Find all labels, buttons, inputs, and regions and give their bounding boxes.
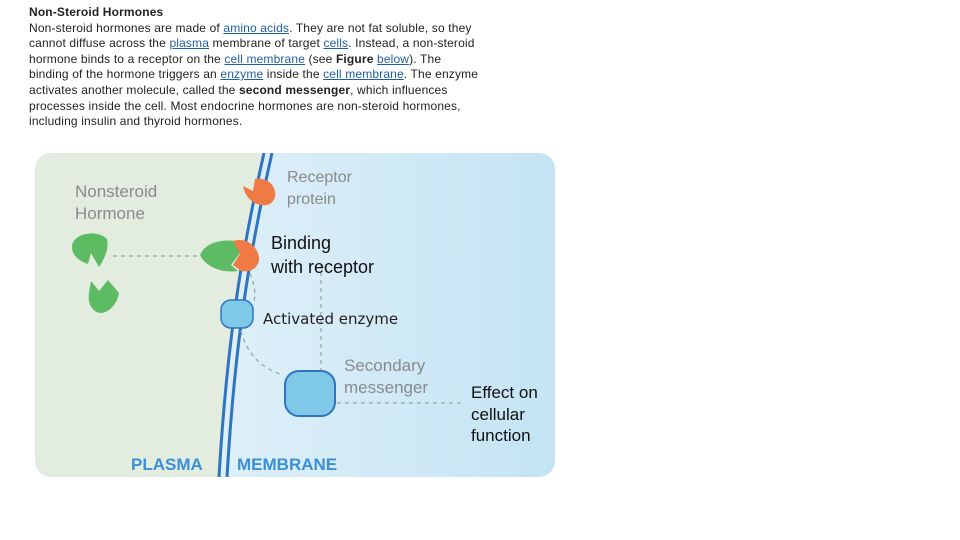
link-cell-membrane-2[interactable]: cell membrane <box>323 67 404 82</box>
receptor-protein-label: Receptor <box>287 169 353 186</box>
effect-label: function <box>471 426 531 445</box>
text-segment: , which influences processes inside the … <box>29 82 461 129</box>
effect-label: cellular <box>471 405 525 424</box>
text-segment: . They are not fat soluble, so they cann… <box>29 20 472 51</box>
text-segment: membrane of target <box>209 36 324 51</box>
enzyme-to-messenger-dash <box>240 330 284 376</box>
figure-bold-text: Figure <box>335 51 374 66</box>
bound-hormone-icon <box>200 240 240 272</box>
nonsteroid-hormone-diagram: Nonsteroid Hormone Receptor protein Bind… <box>35 153 555 477</box>
receptor-protein-icon <box>243 178 276 206</box>
hormone-icon <box>88 280 119 313</box>
link-below[interactable]: below <box>377 51 410 66</box>
secondary-messenger-label: messenger <box>344 378 428 397</box>
text-segment: (see <box>305 51 336 66</box>
text-segment: . Instead, a non-steroid hormone binds t… <box>29 36 475 66</box>
effect-label: Effect on <box>471 383 538 402</box>
plasma-label: PLASMA <box>131 455 203 474</box>
text-segment: . The enzyme activates another molecule,… <box>29 67 479 97</box>
receptor-protein-label: protein <box>287 191 336 208</box>
text-segment: inside the <box>263 67 324 82</box>
binding-label: with receptor <box>270 257 374 277</box>
link-plasma[interactable]: plasma <box>169 36 210 51</box>
membrane-label: MEMBRANE <box>237 455 337 474</box>
article-title: Non-Steroid Hormones <box>29 5 164 19</box>
hormone-icon <box>71 233 108 267</box>
text-segment: ). The binding of the hormone triggers a… <box>29 51 442 82</box>
activated-enzyme-label: Activated enzyme <box>263 310 398 328</box>
second-messenger-bold-text: second messenger <box>238 82 351 97</box>
nonsteroid-hormone-label: Hormone <box>75 204 145 223</box>
binding-label: Binding <box>271 233 331 253</box>
link-enzyme[interactable]: enzyme <box>220 67 264 82</box>
receptor-to-enzyme-dash <box>246 265 256 304</box>
secondary-messenger-icon <box>284 370 336 417</box>
article-text: Non-Steroid Hormones Non-steroid hormone… <box>29 5 479 130</box>
link-cell-membrane[interactable]: cell membrane <box>224 51 306 66</box>
text-segment: Non-steroid hormones are made of <box>29 20 224 35</box>
link-cells[interactable]: cells <box>323 36 349 51</box>
link-amino-acids[interactable]: amino acids <box>223 20 290 35</box>
bound-receptor-icon <box>233 239 260 272</box>
nonsteroid-hormone-label: Nonsteroid <box>75 182 157 201</box>
secondary-messenger-label: Secondary <box>344 356 426 375</box>
article-paragraph: Non-steroid hormones are made of amino a… <box>29 21 479 130</box>
activated-enzyme-icon <box>220 299 254 329</box>
